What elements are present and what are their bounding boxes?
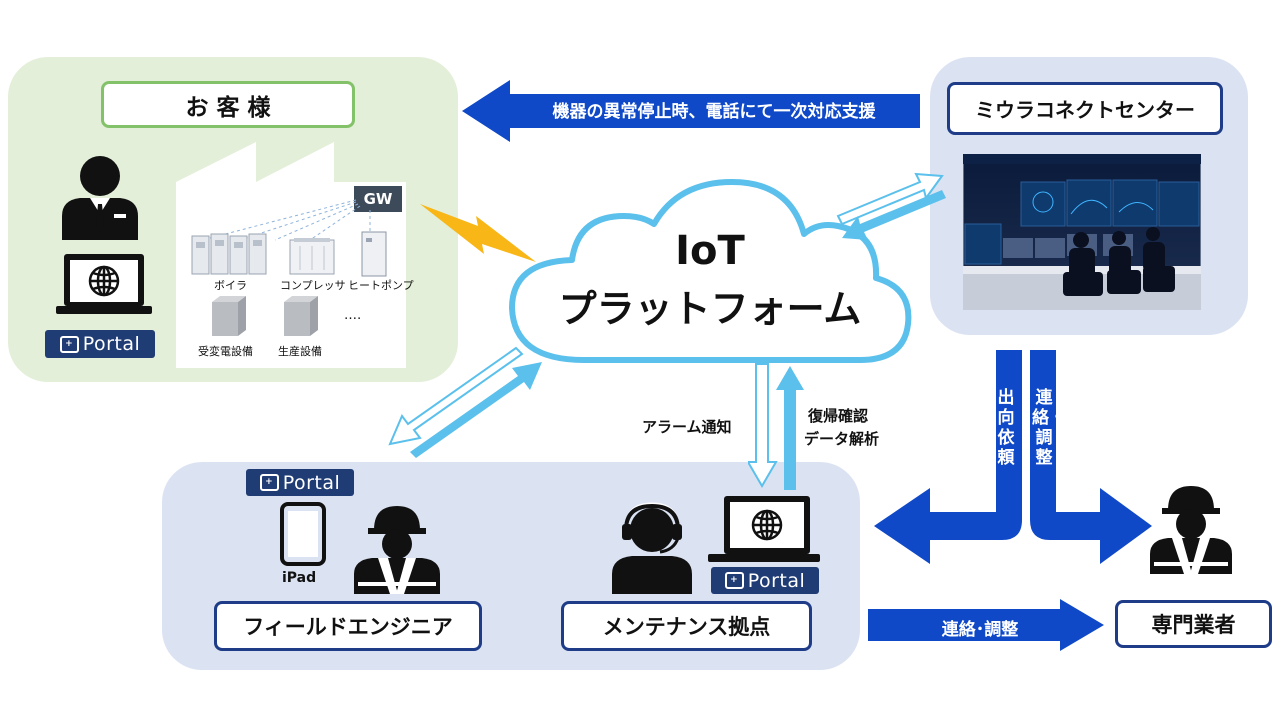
contact-vertical-label: 連絡・調整 bbox=[1032, 388, 1066, 468]
field-engineer-icon bbox=[354, 506, 440, 594]
contact-right-arrow bbox=[868, 599, 1104, 651]
field-engineer-title: フィールドエンジニア bbox=[214, 601, 482, 651]
operator-headset-icon bbox=[612, 502, 692, 594]
portal-logo-icon: + bbox=[259, 474, 279, 491]
cloud-title-line2: プラットフォーム bbox=[558, 287, 862, 331]
production-label: 生産設備 bbox=[278, 345, 322, 358]
contact-horizontal-label: 連絡･調整 bbox=[941, 620, 1019, 640]
support-arrow-label: 機器の異常停止時、電話にて一次対応支援 bbox=[552, 102, 876, 122]
recovery-label: 復帰確認 bbox=[808, 407, 869, 425]
lightning-bolt-icon bbox=[420, 204, 536, 262]
gateway-links bbox=[209, 199, 371, 241]
analysis-label: データ解析 bbox=[804, 430, 880, 448]
customer-globe-icon bbox=[88, 265, 120, 297]
customer-person-icon bbox=[62, 156, 138, 240]
more-equipment: ‥‥ bbox=[344, 308, 362, 323]
support-arrow bbox=[462, 80, 920, 142]
portal-logo-icon: + bbox=[59, 335, 79, 353]
customer-title: お 客 様 bbox=[101, 81, 355, 128]
maintenance-portal-logo: +Portal bbox=[711, 567, 819, 594]
dispatch-label: 出向依頼 bbox=[997, 388, 1015, 468]
portal-logo-icon: + bbox=[724, 572, 744, 589]
cloud-field-arrows bbox=[388, 346, 542, 458]
cloud-maintenance-arrows bbox=[748, 363, 804, 490]
boiler-label: ボイラ bbox=[214, 279, 247, 292]
boiler-icon bbox=[191, 233, 267, 275]
iot-cloud bbox=[509, 179, 912, 363]
contact-down-arrow bbox=[1030, 350, 1152, 564]
customer-laptop-icon bbox=[56, 254, 152, 314]
cloud-title-line1: IoT bbox=[675, 228, 745, 274]
substation-icon bbox=[212, 296, 246, 336]
center-title: ミウラコネクトセンター bbox=[947, 82, 1223, 135]
substation-label: 受変電設備 bbox=[198, 345, 253, 358]
control-room-image bbox=[963, 154, 1201, 310]
production-icon bbox=[284, 296, 318, 336]
maintenance-laptop-icon bbox=[708, 496, 820, 562]
compressor-label: コンプレッサ bbox=[280, 279, 346, 292]
customer-portal-logo: +Portal bbox=[45, 330, 155, 358]
ipad-icon bbox=[280, 502, 326, 566]
cloud-center-arrows bbox=[836, 172, 946, 240]
maintenance-globe-icon bbox=[751, 509, 783, 541]
gateway-box: GW bbox=[354, 186, 402, 212]
field-portal-logo: +Portal bbox=[246, 469, 354, 496]
specialist-title: 専門業者 bbox=[1115, 600, 1272, 648]
compressor-icon bbox=[289, 238, 335, 275]
dispatch-arrow bbox=[874, 350, 1022, 564]
ipad-label: iPad bbox=[282, 570, 317, 586]
heat-pump-icon bbox=[361, 231, 387, 277]
heat-pump-label: ヒートポンプ bbox=[348, 279, 414, 292]
maintenance-title: メンテナンス拠点 bbox=[561, 601, 812, 651]
alarm-label: アラーム通知 bbox=[642, 418, 732, 436]
specialist-worker-icon bbox=[1150, 486, 1232, 574]
